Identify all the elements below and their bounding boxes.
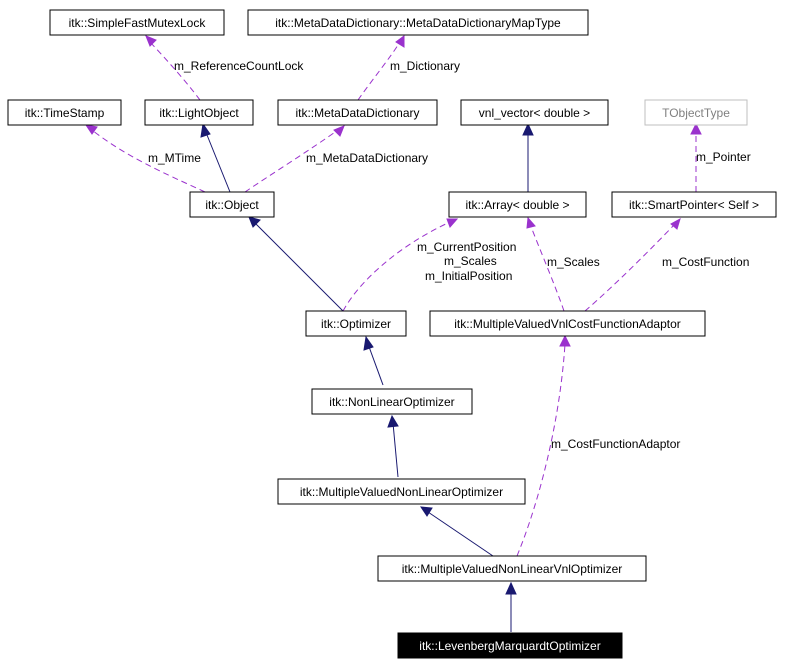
svg-text:itk::Optimizer: itk::Optimizer	[321, 317, 391, 331]
svg-text:itk::MultipleValuedNonLinearOp: itk::MultipleValuedNonLinearOptimizer	[300, 485, 503, 499]
label-dictionary: m_Dictionary	[390, 59, 460, 73]
edge-vnl-mvnonlinear	[427, 511, 494, 557]
svg-text:itk::LightObject: itk::LightObject	[159, 106, 239, 120]
node-smart-pointer[interactable]: itk::SmartPointer< Self >	[611, 191, 777, 218]
svg-text:itk::Array< double >: itk::Array< double >	[465, 198, 569, 212]
node-mv-vnl-cost-function-adaptor[interactable]: itk::MultipleValuedVnlCostFunctionAdapto…	[429, 310, 706, 337]
svg-text:itk::MetaDataDictionary::MetaD: itk::MetaDataDictionary::MetaDataDiction…	[275, 16, 561, 30]
svg-text:itk::TimeStamp: itk::TimeStamp	[25, 106, 105, 120]
node-mv-non-linear-optimizer[interactable]: itk::MultipleValuedNonLinearOptimizer	[277, 478, 526, 505]
edge-reference-count-lock	[149, 41, 201, 101]
node-simple-fast-mutex-lock[interactable]: itk::SimpleFastMutexLock	[49, 9, 225, 36]
label-scales-adaptor: m_Scales	[547, 255, 600, 269]
edge-optimizer-array	[342, 221, 451, 312]
edge-cost-function	[584, 223, 676, 312]
svg-text:itk::SmartPointer< Self >: itk::SmartPointer< Self >	[629, 198, 759, 212]
arrowhead	[446, 218, 459, 228]
arrowhead	[387, 414, 399, 428]
node-meta-data-dictionary[interactable]: itk::MetaDataDictionary	[277, 99, 438, 126]
arrowhead	[395, 35, 405, 48]
edge-nonlinear-optimizer	[367, 343, 384, 386]
arrowhead	[420, 506, 433, 517]
node-light-object[interactable]: itk::LightObject	[144, 99, 254, 126]
edge-mtime	[91, 129, 206, 193]
svg-text:itk::MultipleValuedNonLinearVn: itk::MultipleValuedNonLinearVnlOptimizer	[402, 562, 623, 576]
edge-optimizer-object	[253, 221, 344, 312]
arrowhead	[84, 124, 98, 135]
edge-object-lightobject	[204, 129, 231, 193]
arrowhead	[363, 335, 374, 351]
label-cost-function: m_CostFunction	[662, 255, 749, 269]
label-pointer: m_Pointer	[696, 150, 751, 164]
arrowhead	[505, 581, 517, 595]
svg-text:itk::MultipleValuedVnlCostFunc: itk::MultipleValuedVnlCostFunctionAdapto…	[454, 317, 681, 331]
label-meta-data-dictionary: m_MetaDataDictionary	[306, 151, 428, 165]
svg-text:itk::SimpleFastMutexLock: itk::SimpleFastMutexLock	[69, 16, 207, 30]
edge-cost-function-adaptor	[516, 343, 566, 557]
label-current-position: m_CurrentPosition	[417, 240, 516, 254]
edge-labels: m_ReferenceCountLock m_Dictionary m_MTim…	[148, 59, 751, 451]
arrowhead	[690, 122, 702, 135]
edge-adaptor-array	[529, 223, 565, 312]
label-cost-function-adaptor: m_CostFunctionAdaptor	[551, 437, 680, 451]
node-meta-data-dictionary-map-type[interactable]: itk::MetaDataDictionary::MetaDataDiction…	[247, 9, 589, 36]
node-mv-non-linear-vnl-optimizer[interactable]: itk::MultipleValuedNonLinearVnlOptimizer	[377, 555, 647, 582]
arrowhead	[526, 216, 536, 229]
arrowhead	[559, 334, 571, 347]
node-tobject-type[interactable]: TObjectType	[644, 99, 748, 126]
edge-meta-data-dictionary	[244, 129, 339, 193]
svg-text:itk::NonLinearOptimizer: itk::NonLinearOptimizer	[329, 395, 454, 409]
nodes: itk::SimpleFastMutexLock itk::MetaDataDi…	[7, 9, 777, 659]
node-array[interactable]: itk::Array< double >	[448, 191, 587, 218]
svg-text:itk::MetaDataDictionary: itk::MetaDataDictionary	[295, 106, 419, 120]
node-non-linear-optimizer[interactable]: itk::NonLinearOptimizer	[311, 388, 473, 415]
arrowhead	[145, 35, 157, 47]
svg-text:itk::LevenbergMarquardtOptimiz: itk::LevenbergMarquardtOptimizer	[419, 639, 600, 653]
arrowhead	[248, 216, 261, 228]
node-object[interactable]: itk::Object	[189, 191, 275, 218]
svg-text:vnl_vector< double >: vnl_vector< double >	[479, 106, 590, 120]
svg-text:itk::Object: itk::Object	[205, 198, 259, 212]
arrowhead	[200, 122, 211, 138]
svg-text:TObjectType: TObjectType	[662, 106, 730, 120]
edge-mvnonlinear-nonlinear	[392, 422, 399, 478]
member-edges	[84, 35, 702, 557]
arrowhead	[522, 122, 534, 136]
node-levenberg-marquardt-optimizer[interactable]: itk::LevenbergMarquardtOptimizer	[397, 632, 623, 659]
edge-dictionary	[357, 41, 401, 101]
inheritance-edges	[200, 122, 534, 632]
arrowhead	[670, 217, 681, 230]
label-mtime: m_MTime	[148, 151, 201, 165]
node-optimizer[interactable]: itk::Optimizer	[305, 310, 407, 337]
label-scales-optimizer: m_Scales	[444, 254, 497, 268]
label-reference-count-lock: m_ReferenceCountLock	[174, 59, 304, 73]
node-vnl-vector[interactable]: vnl_vector< double >	[460, 99, 609, 126]
label-initial-position: m_InitialPosition	[425, 269, 512, 283]
arrowhead	[333, 125, 345, 137]
node-time-stamp[interactable]: itk::TimeStamp	[7, 99, 122, 126]
